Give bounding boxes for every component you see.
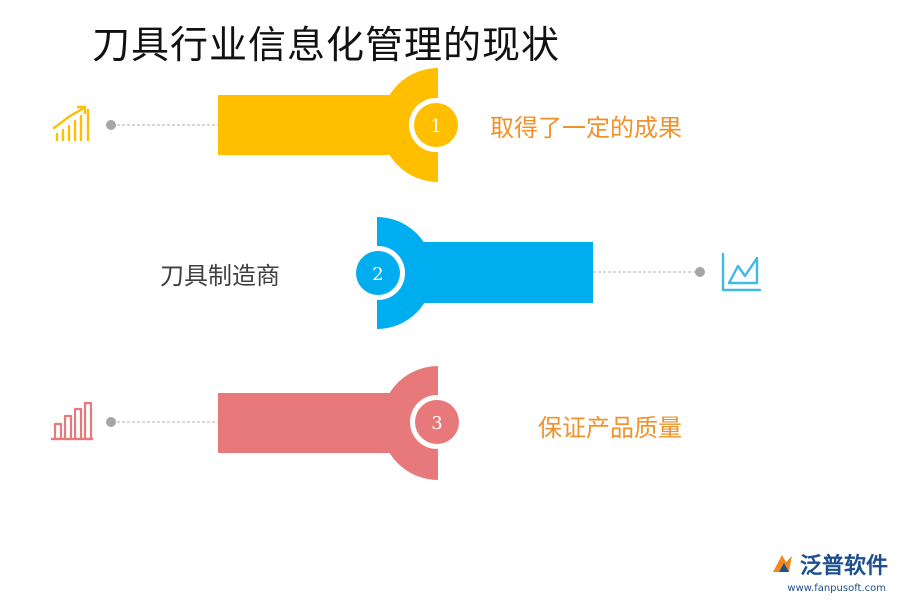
step-3-badge	[415, 400, 459, 444]
step-1-dot	[106, 120, 116, 130]
step-2: 2	[351, 217, 762, 329]
step-3-label: 保证产品质量	[538, 414, 682, 442]
step-3-number: 3	[431, 413, 442, 434]
step-2-label: 刀具制造商	[160, 262, 280, 290]
step-2-bar	[418, 242, 593, 303]
step-3-bar	[218, 393, 398, 453]
line-chart-icon	[721, 252, 762, 292]
step-1-badge	[414, 103, 458, 147]
step-3: 3	[51, 366, 464, 480]
page-title: 刀具行业信息化管理的现状	[92, 23, 561, 67]
brand-name: 泛普软件	[799, 554, 888, 579]
bar-chart-icon	[51, 401, 93, 441]
brand-url: www.fanpusoft.com	[787, 583, 886, 594]
step-1-bar	[218, 95, 398, 155]
step-2-badge	[356, 251, 400, 295]
signal-bars-icon	[52, 105, 90, 142]
step-1: 1	[52, 68, 463, 182]
step-3-dot	[106, 417, 116, 427]
step-1-label: 取得了一定的成果	[490, 114, 682, 142]
step-3-arc	[381, 366, 438, 480]
fanpu-logo-icon	[772, 555, 792, 572]
step-2-number: 2	[372, 264, 383, 285]
brand-logo: 泛普软件	[770, 548, 888, 580]
step-2-dot	[695, 267, 705, 277]
step-1-number: 1	[430, 116, 441, 137]
